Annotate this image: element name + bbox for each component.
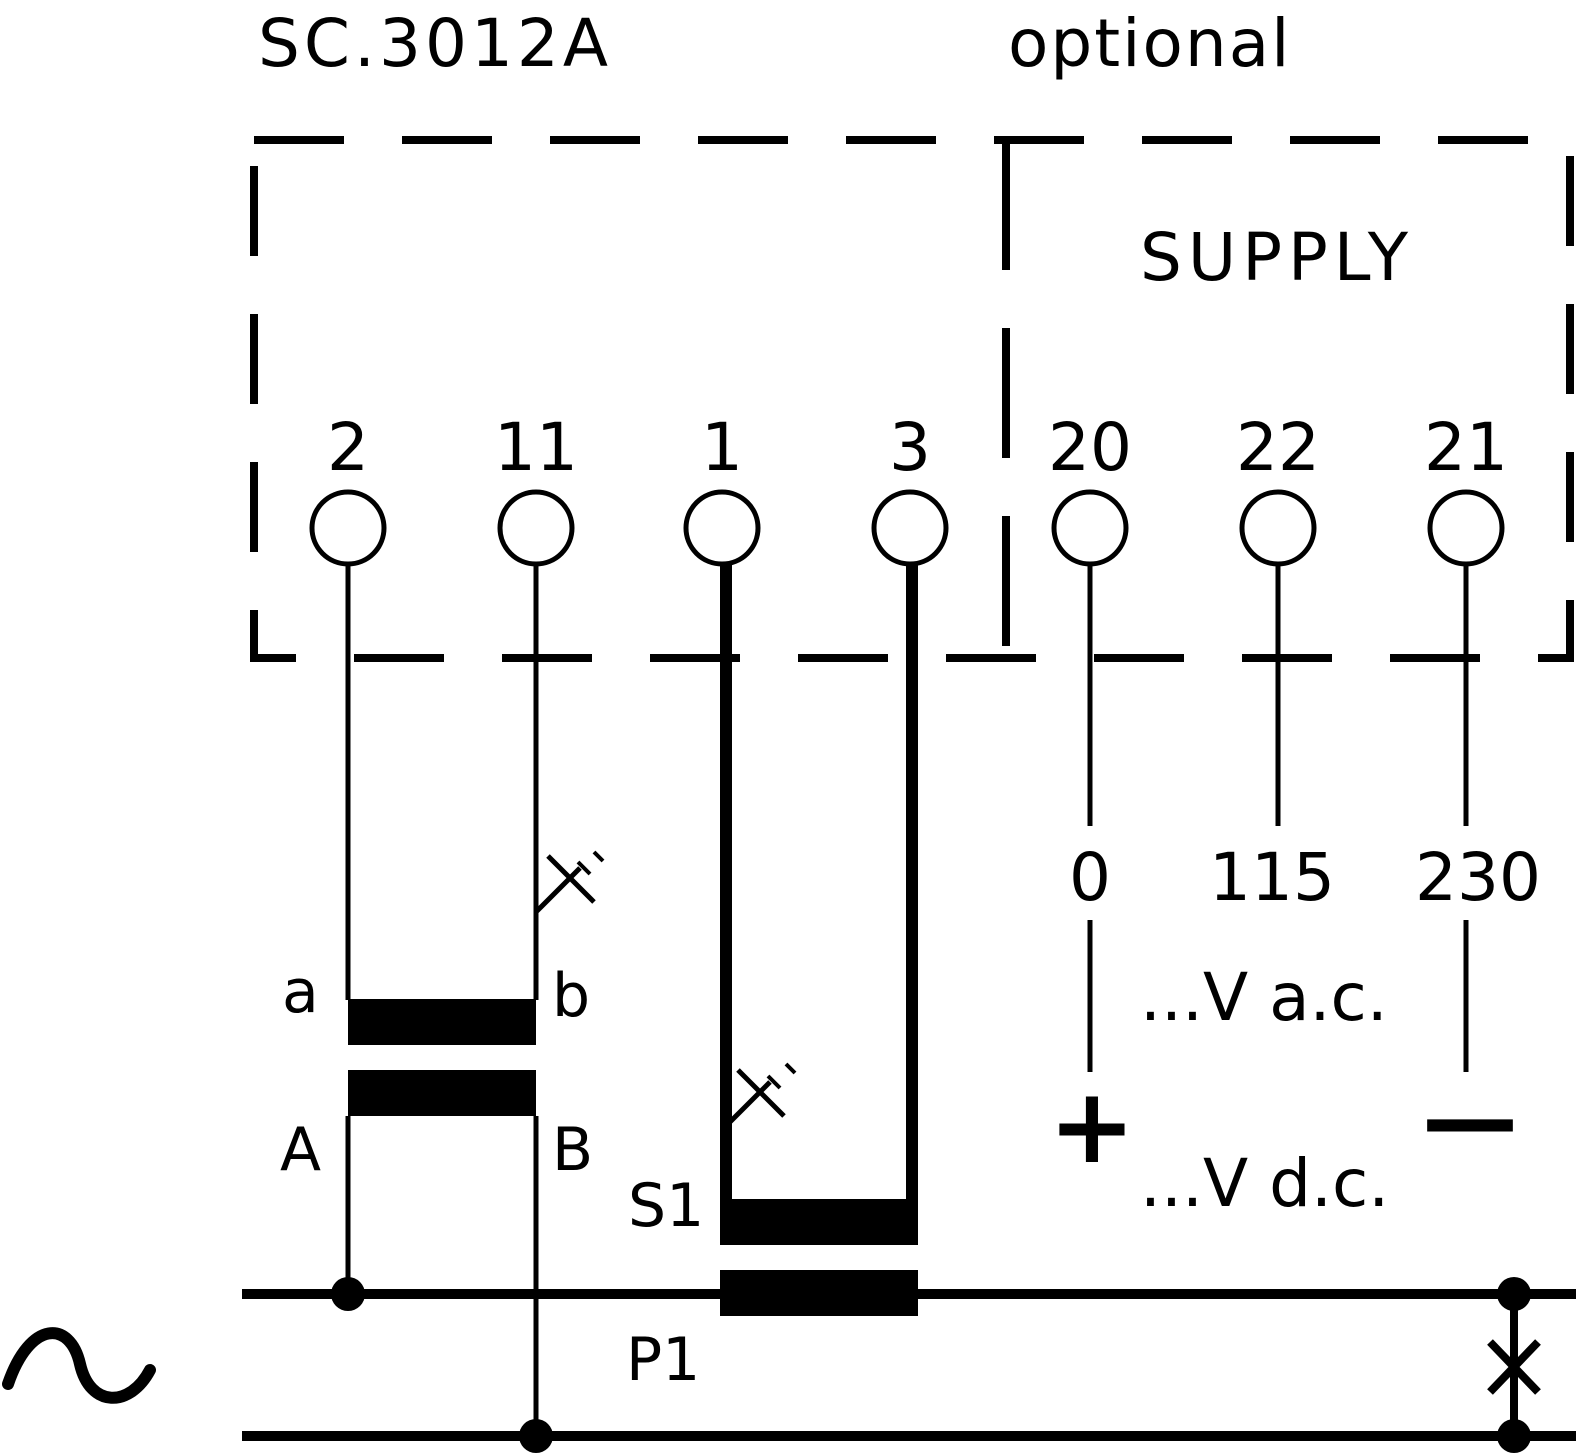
terminal-11 [497, 489, 575, 567]
voltage-115: 115 [1209, 839, 1335, 916]
plus-sign: + [1048, 1065, 1135, 1187]
vt-label-a: a [282, 957, 319, 1027]
junctions [331, 1277, 1531, 1453]
supply-label: SUPPLY [1140, 219, 1414, 296]
fuse-cross-icon [1487, 1294, 1541, 1436]
terminal-21 [1427, 489, 1505, 567]
terminal-number-3: 3 [889, 409, 931, 486]
voltage-0: 0 [1069, 839, 1111, 916]
vt-label-b: b [552, 961, 590, 1031]
voltage-transformer-wiring [345, 565, 605, 1000]
voltage-transformer [348, 999, 536, 1116]
sine-wave-icon [2, 1327, 156, 1404]
current-transformer-wiring [720, 565, 918, 1218]
vt-primary-wiring [345, 1116, 539, 1436]
terminal-number-22: 22 [1236, 409, 1320, 486]
device-enclosure [250, 136, 1574, 662]
terminal-1 [683, 489, 761, 567]
terminals [309, 489, 1505, 567]
terminal-3 [871, 489, 949, 567]
voltage-230: 230 [1415, 839, 1541, 916]
junction-neutral-vt [519, 1419, 553, 1453]
model-label: SC.3012A [258, 5, 612, 82]
terminal-22 [1239, 489, 1317, 567]
vt-secondary-winding [348, 999, 536, 1045]
terminal-2 [309, 489, 387, 567]
vt-primary-winding [348, 1070, 536, 1116]
terminal-numbers: 2 11 1 3 20 22 21 [327, 409, 1508, 486]
terminal-number-21: 21 [1424, 409, 1508, 486]
terminal-number-1: 1 [701, 409, 743, 486]
terminal-20 [1051, 489, 1129, 567]
vac-label: ...V a.c. [1140, 959, 1388, 1036]
vt-label-B: B [552, 1115, 593, 1185]
vdc-label: ...V d.c. [1140, 1145, 1389, 1222]
ct-secondary-winding [720, 1199, 918, 1245]
minus-sign: — [1422, 1063, 1518, 1175]
optional-label: optional [1008, 5, 1291, 82]
terminal-number-2: 2 [327, 409, 369, 486]
ac-lines [242, 1289, 1576, 1441]
junction-phase-vt [331, 1277, 365, 1311]
supply-wiring [1087, 565, 1469, 1072]
terminal-number-20: 20 [1048, 409, 1132, 486]
vt-label-A: A [280, 1115, 321, 1185]
ct-label-p1: P1 [626, 1325, 700, 1395]
supply-voltages: 0 115 230 [1069, 839, 1541, 916]
ct-label-s1: S1 [628, 1171, 704, 1241]
terminal-number-11: 11 [494, 409, 578, 486]
